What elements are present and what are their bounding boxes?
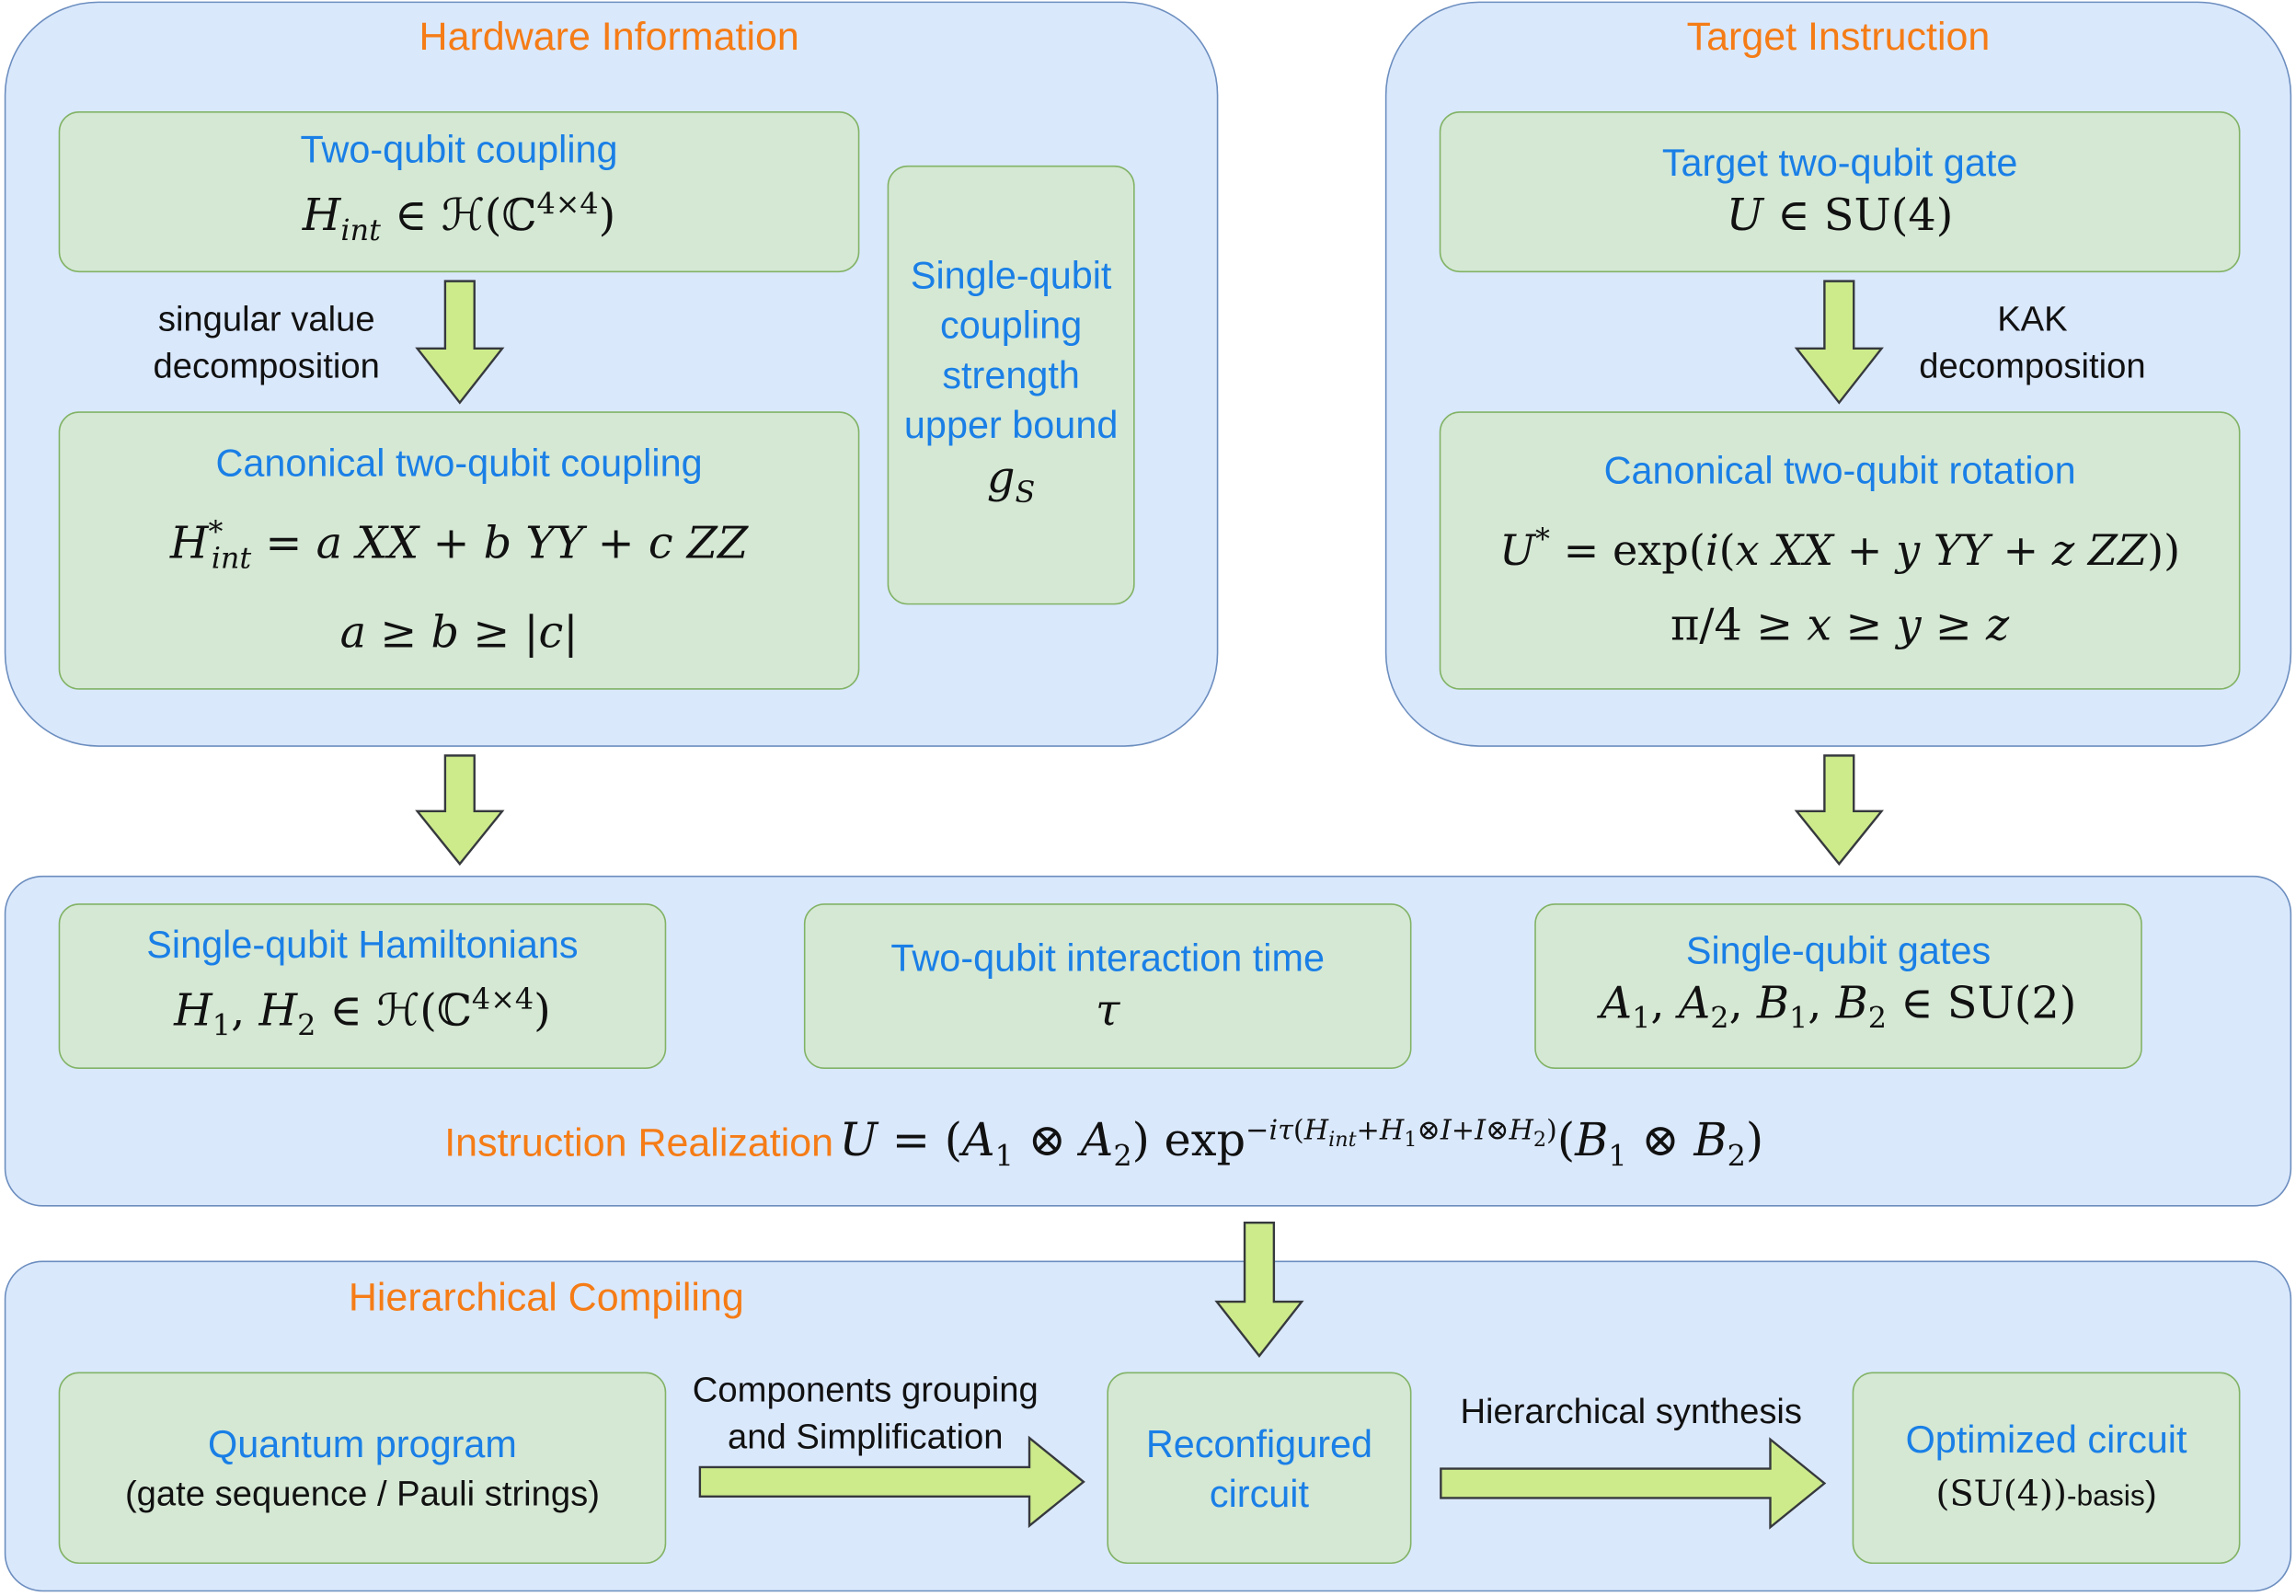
right-arrow-grouping — [698, 1435, 1085, 1529]
reconfigured-circuit-box: Reconfigured circuit — [1107, 1372, 1412, 1565]
target-instruction-title: Target Instruction — [1686, 14, 1991, 59]
single-qubit-hamiltonians-math: H1, H2 ∈ ℋ(ℂ4×4) — [174, 980, 551, 1042]
two-qubit-interaction-time-box: Two-qubit interaction time τ — [803, 903, 1412, 1070]
instruction-realization-title: Instruction Realization — [444, 1120, 834, 1165]
two-qubit-interaction-time-label: Two-qubit interaction time — [890, 935, 1325, 980]
right-arrow-synthesis — [1440, 1437, 1827, 1530]
kak-label: KAK decomposition — [1919, 300, 2146, 387]
canonical-coupling-label: Canonical two-qubit coupling — [215, 441, 703, 485]
single-qubit-coupling-math: gS — [986, 452, 1036, 510]
canonical-rotation-constraint: π/4 ≥ x ≥ y ≥ z — [1670, 600, 2010, 652]
target-gate-math: U ∈ SU(4) — [1726, 189, 1954, 242]
canonical-two-qubit-coupling-box: Canonical two-qubit coupling H*int = a X… — [58, 411, 860, 690]
down-arrow-realization — [1214, 1221, 1304, 1358]
instruction-realization-row: Instruction Realization U = (A1 ⊗ A2) ex… — [0, 1101, 2208, 1186]
hierarchical-compiling-title: Hierarchical Compiling — [348, 1275, 744, 1320]
svd-label: singular value decomposition — [153, 300, 380, 387]
down-arrow-hardware — [415, 754, 505, 867]
canonical-coupling-math: H*int = a XX + b YY + c ZZ — [169, 513, 749, 576]
canonical-two-qubit-rotation-box: Canonical two-qubit rotation U* = exp(i(… — [1439, 411, 2241, 690]
single-qubit-hamiltonians-label: Single-qubit Hamiltonians — [146, 922, 579, 966]
hardware-information-title: Hardware Information — [419, 14, 799, 59]
canonical-coupling-constraint: a ≥ b ≥ |c| — [339, 607, 579, 660]
optimized-circuit-sub: (SU(4))-basis) — [1935, 1472, 2157, 1514]
quantum-program-label: Quantum program — [208, 1420, 517, 1465]
single-qubit-gates-box: Single-qubit gates A1, A2, B1, B2 ∈ SU(2… — [1534, 903, 2142, 1070]
two-qubit-interaction-time-math: τ — [1095, 984, 1120, 1037]
down-arrow-target — [1794, 754, 1884, 867]
canonical-rotation-math: U* = exp(i(x XX + y YY + z ZZ)) — [1499, 521, 2181, 576]
instruction-realization-formula: U = (A1 ⊗ A2) exp−iτ(Hint+H1⊗I+I⊗H2)(B1 … — [839, 1114, 1764, 1174]
down-arrow-kak — [1794, 280, 1884, 405]
two-qubit-coupling-math: Hint ∈ ℋ(ℂ4×4) — [302, 186, 616, 248]
hierarchical-synthesis-label: Hierarchical synthesis — [1460, 1392, 1803, 1432]
down-arrow-svd — [415, 280, 505, 405]
components-grouping-label: Components grouping and Simplification — [692, 1370, 1039, 1457]
canonical-rotation-label: Canonical two-qubit rotation — [1603, 448, 2076, 493]
optimized-circuit-box: Optimized circuit (SU(4))-basis) — [1852, 1372, 2241, 1565]
single-qubit-gates-math: A1, A2, B1, B2 ∈ SU(2) — [1600, 978, 2077, 1036]
two-qubit-coupling-label: Two-qubit coupling — [300, 127, 618, 172]
optimized-circuit-label: Optimized circuit — [1905, 1417, 2187, 1461]
two-qubit-coupling-box: Two-qubit coupling Hint ∈ ℋ(ℂ4×4) — [58, 110, 860, 273]
target-two-qubit-gate-box: Target two-qubit gate U ∈ SU(4) — [1439, 110, 2241, 273]
quantum-program-sub: (gate sequence / Pauli strings) — [124, 1474, 600, 1514]
single-qubit-coupling-box: Single-qubit coupling strength upper bou… — [887, 165, 1135, 605]
quantum-program-box: Quantum program (gate sequence / Pauli s… — [58, 1372, 667, 1565]
single-qubit-gates-label: Single-qubit gates — [1685, 928, 1992, 972]
single-qubit-hamiltonians-box: Single-qubit Hamiltonians H1, H2 ∈ ℋ(ℂ4×… — [58, 903, 667, 1070]
target-gate-label: Target two-qubit gate — [1661, 140, 2018, 185]
